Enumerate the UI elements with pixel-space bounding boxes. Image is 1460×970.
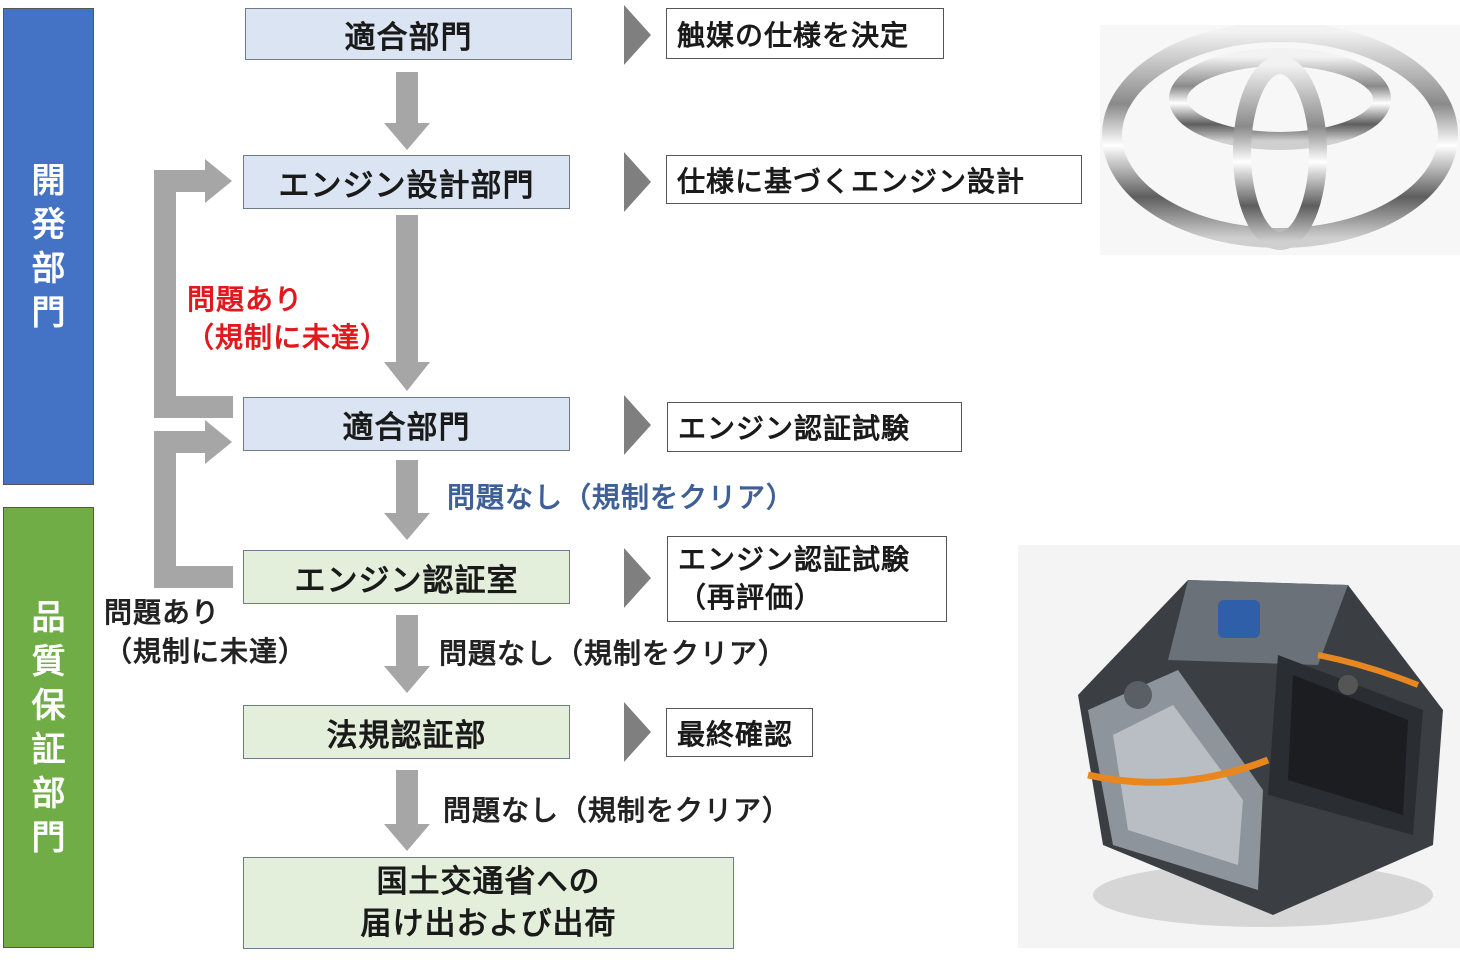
ok-label-1: 問題なし（規制をクリア） bbox=[439, 637, 788, 670]
step-engine-cert-room: エンジン認証室 bbox=[243, 550, 570, 604]
down-arrow-4 bbox=[384, 615, 430, 693]
qa-dept-char: 保 bbox=[31, 685, 66, 726]
return-arrow-1 bbox=[154, 159, 233, 418]
pointer-arrow-1 bbox=[624, 5, 651, 65]
step-label: 国土交通省への bbox=[376, 864, 601, 900]
note-text: 最終確認 bbox=[677, 717, 794, 751]
hybrid-engine-photo bbox=[1018, 545, 1460, 948]
qa-dept-char: 証 bbox=[31, 729, 66, 770]
note-catalyst-spec: 触媒の仕様を決定 bbox=[666, 8, 944, 59]
step-label: エンジン設計部門 bbox=[278, 167, 535, 204]
problem-label-black-1: 問題あり bbox=[104, 596, 221, 629]
pointer-arrow-3 bbox=[624, 395, 651, 455]
toyota-logo-icon bbox=[1100, 25, 1460, 255]
step-label: 適合部門 bbox=[342, 409, 471, 446]
dev-dept-char: 門 bbox=[31, 292, 66, 333]
problem-label-red-1: 問題あり bbox=[187, 283, 304, 316]
step-conformity-dept: 適合部門 bbox=[245, 8, 572, 60]
qa-dept-char: 質 bbox=[31, 641, 66, 682]
note-text: エンジン認証試験 bbox=[678, 412, 911, 445]
note-engine-cert-test: エンジン認証試験 bbox=[667, 402, 962, 452]
return-arrow-2 bbox=[154, 420, 233, 588]
note-text: 触媒の仕様を決定 bbox=[677, 18, 910, 52]
note-text: （再評価） bbox=[678, 581, 824, 614]
down-arrow-1 bbox=[384, 72, 430, 150]
step-label: エンジン認証室 bbox=[294, 562, 519, 599]
pointer-arrow-5 bbox=[624, 702, 651, 762]
step-label: 法規認証部 bbox=[326, 717, 487, 754]
step-label: 適合部門 bbox=[344, 19, 473, 56]
note-text: 仕様に基づくエンジン設計 bbox=[677, 164, 1026, 198]
dev-dept-char: 部 bbox=[31, 248, 66, 289]
qa-dept-char: 門 bbox=[31, 817, 66, 858]
qa-dept-char: 品 bbox=[31, 597, 66, 638]
dev-dept-char: 発 bbox=[31, 204, 66, 245]
step-engine-design-dept: エンジン設計部門 bbox=[243, 155, 570, 209]
note-text: エンジン認証試験 bbox=[678, 543, 911, 576]
dev-dept-char: 開 bbox=[31, 160, 66, 201]
problem-label-black-2: （規制に未達） bbox=[104, 635, 308, 668]
down-arrow-5 bbox=[384, 770, 430, 851]
down-arrow-3 bbox=[384, 460, 430, 540]
step-label: 届け出および出荷 bbox=[360, 906, 617, 942]
qa-dept-char: 部 bbox=[31, 773, 66, 814]
dev-dept-bar: 開 発 部 門 bbox=[3, 8, 94, 485]
qa-dept-bar: 品 質 保 証 部 門 bbox=[3, 507, 94, 948]
note-engine-cert-retest: エンジン認証試験 （再評価） bbox=[667, 536, 947, 622]
ok-label-blue: 問題なし（規制をクリア） bbox=[447, 481, 796, 514]
pointer-arrow-2 bbox=[624, 152, 651, 212]
step-regulation-cert-dept: 法規認証部 bbox=[243, 705, 570, 759]
note-final-check: 最終確認 bbox=[666, 708, 813, 757]
step-conformity-dept-2: 適合部門 bbox=[243, 397, 570, 451]
ok-label-2: 問題なし（規制をクリア） bbox=[443, 794, 792, 827]
down-arrow-2 bbox=[384, 215, 430, 391]
pointer-arrow-4 bbox=[624, 548, 651, 608]
step-filing-and-shipping: 国土交通省への 届け出および出荷 bbox=[243, 857, 734, 949]
problem-label-red-2: （規制に未達） bbox=[186, 321, 390, 354]
note-engine-design: 仕様に基づくエンジン設計 bbox=[666, 155, 1082, 204]
